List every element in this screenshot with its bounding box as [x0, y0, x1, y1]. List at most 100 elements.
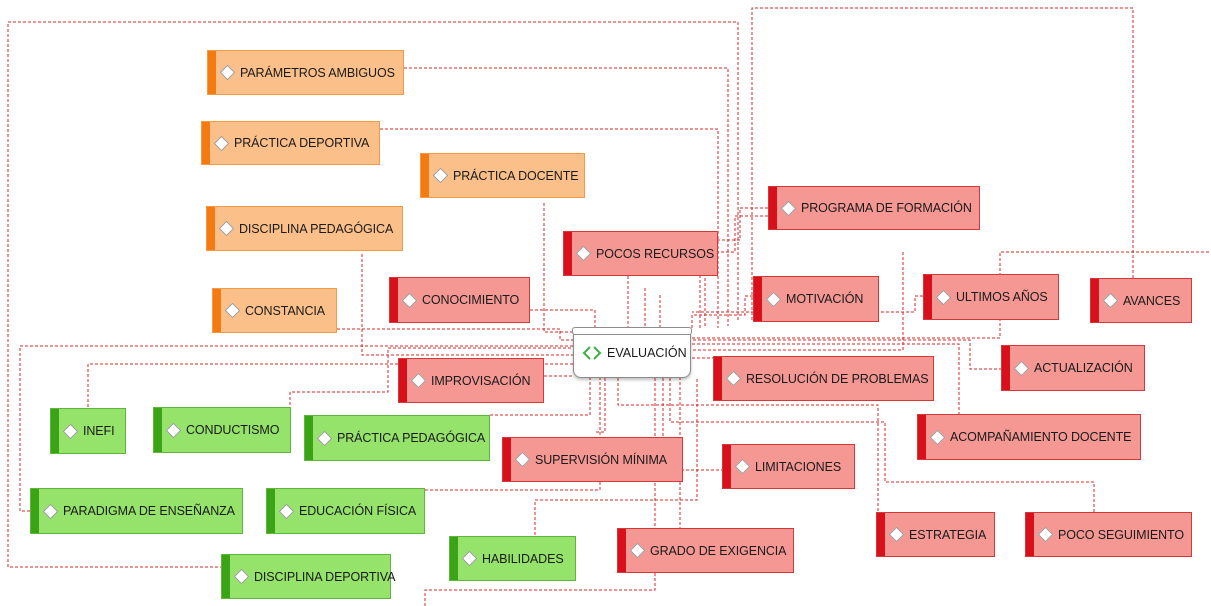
- node-label: SUPERVISIÓN MÍNIMA: [535, 452, 668, 467]
- node-improvisacion[interactable]: IMPROVISACIÓN: [398, 358, 544, 403]
- diamond-icon: [316, 430, 333, 446]
- connector-line: [380, 128, 719, 328]
- node-motivacion[interactable]: MOTIVACIÓN: [753, 276, 879, 322]
- diamond-icon: [1037, 526, 1054, 543]
- node-label: PARADIGMA DE ENSEÑANZA: [63, 504, 235, 518]
- diamond-icon: [629, 542, 646, 559]
- connector-line: [692, 343, 960, 415]
- diamond-icon: [734, 458, 751, 475]
- node-label: PRÁCTICA PEDAGÓGICA: [337, 431, 486, 445]
- node-label: ACOMPAÑAMIENTO DOCENTE: [950, 430, 1132, 444]
- connector-line: [19, 345, 575, 512]
- diamond-icon: [224, 302, 241, 319]
- diamond-icon: [213, 135, 230, 151]
- diamond-icon: [575, 245, 592, 262]
- node-label: POCOS RECURSOS: [596, 246, 715, 261]
- node-grado-de-exigencia[interactable]: GRADO DE EXIGENCIA: [617, 528, 794, 573]
- diamond-icon: [725, 370, 742, 387]
- node-supervision-minima[interactable]: SUPERVISIÓN MÍNIMA: [502, 437, 683, 482]
- node-estrategia[interactable]: ESTRATEGIA: [876, 512, 995, 557]
- node-constancia[interactable]: CONSTANCIA: [212, 288, 337, 333]
- diamond-icon: [278, 503, 295, 519]
- connector-line: [7, 21, 739, 568]
- node-label: RESOLUCIÓN DE PROBLEMAS: [746, 371, 929, 386]
- node-parametros-ambiguos[interactable]: PARÁMETROS AMBIGUOS: [207, 50, 404, 95]
- node-pocos-recursos[interactable]: POCOS RECURSOS: [563, 231, 718, 276]
- central-topic-label: EVALUACIÓN: [607, 346, 687, 360]
- node-label: ACTUALIZACIÓN: [1034, 361, 1133, 375]
- node-label: IMPROVISACIÓN: [431, 373, 531, 388]
- node-avances[interactable]: AVANCES: [1090, 278, 1192, 323]
- node-conductismo[interactable]: CONDUCTISMO: [153, 407, 291, 453]
- connector-line: [692, 339, 1002, 370]
- node-label: EDUCACIÓN FÍSICA: [299, 504, 417, 518]
- node-practica-pedagogica[interactable]: PRÁCTICA PEDAGÓGICA: [304, 415, 490, 461]
- diamond-icon: [410, 372, 427, 389]
- diamond-icon: [929, 429, 946, 445]
- double-chevron-icon: [582, 346, 602, 360]
- node-practica-deportiva[interactable]: PRÁCTICA DEPORTIVA: [201, 121, 380, 165]
- connector-line: [617, 378, 879, 514]
- node-label: CONSTANCIA: [245, 303, 326, 318]
- node-label: AVANCES: [1123, 293, 1181, 308]
- node-label: HABILIDADES: [482, 551, 564, 566]
- diamond-icon: [1102, 292, 1119, 309]
- node-label: DISCIPLINA DEPORTIVA: [254, 569, 396, 584]
- diamond-icon: [780, 200, 797, 216]
- connector-line: [337, 328, 575, 341]
- node-resolucion-de-problemas[interactable]: RESOLUCIÓN DE PROBLEMAS: [713, 356, 934, 401]
- node-inefi[interactable]: INEFI: [50, 408, 126, 454]
- connector-line: [289, 347, 575, 420]
- diamond-icon: [42, 503, 59, 519]
- diamond-icon: [888, 526, 905, 543]
- node-label: POCO SEGUIMIENTO: [1058, 527, 1184, 542]
- connector-line: [490, 378, 591, 416]
- node-label: GRADO DE EXIGENCIA: [650, 543, 787, 558]
- connector-line: [530, 309, 596, 328]
- node-label: PROGRAMA DE FORMACIÓN: [801, 201, 972, 215]
- connector-line: [692, 252, 904, 351]
- topic-header-bar: [572, 327, 692, 335]
- node-limitaciones[interactable]: LIMITACIONES: [722, 444, 855, 489]
- diamond-icon: [765, 291, 782, 307]
- diamond-icon: [219, 64, 236, 81]
- node-poco-seguimiento[interactable]: POCO SEGUIMIENTO: [1025, 512, 1192, 557]
- node-label: ESTRATEGIA: [909, 527, 987, 542]
- node-paradigma-de-ensenanza[interactable]: PARADIGMA DE ENSEÑANZA: [30, 488, 243, 534]
- diamond-icon: [165, 422, 182, 438]
- connector-line: [669, 378, 1095, 514]
- node-habilidades[interactable]: HABILIDADES: [449, 536, 576, 581]
- diamond-icon: [401, 292, 418, 308]
- connector-line: [361, 254, 575, 356]
- node-label: PRÁCTICA DOCENTE: [453, 168, 579, 183]
- node-label: MOTIVACIÓN: [786, 292, 864, 306]
- diamond-icon: [218, 220, 235, 237]
- node-educacion-fisica[interactable]: EDUCACIÓN FÍSICA: [266, 488, 425, 534]
- node-label: CONDUCTISMO: [186, 423, 280, 437]
- node-label: INEFI: [83, 424, 115, 438]
- diamond-icon: [1013, 360, 1030, 376]
- connector-line: [751, 7, 1134, 320]
- node-disciplina-deportiva[interactable]: DISCIPLINA DEPORTIVA: [221, 554, 395, 599]
- node-ultimos-anos[interactable]: ULTIMOS AÑOS: [923, 274, 1059, 320]
- diamond-icon: [461, 550, 478, 567]
- diamond-icon: [432, 167, 449, 184]
- node-disciplina-pedagogica[interactable]: DISCIPLINA PEDAGÓGICA: [206, 206, 403, 251]
- node-practica-docente[interactable]: PRÁCTICA DOCENTE: [420, 153, 585, 198]
- connector-line: [699, 207, 768, 328]
- diamond-icon: [935, 289, 952, 305]
- connector-line: [704, 215, 768, 328]
- central-topic-evaluacion[interactable]: EVALUACIÓN: [572, 327, 692, 378]
- node-label: ULTIMOS AÑOS: [956, 290, 1048, 304]
- node-acompanamiento-docente[interactable]: ACOMPAÑAMIENTO DOCENTE: [917, 414, 1141, 460]
- diamond-icon: [62, 423, 79, 439]
- node-programa-de-formacion[interactable]: PROGRAMA DE FORMACIÓN: [768, 186, 980, 230]
- node-label: DISCIPLINA PEDAGÓGICA: [239, 221, 394, 236]
- connector-line: [595, 378, 606, 433]
- node-label: CONOCIMIENTO: [422, 293, 520, 307]
- connector-line: [424, 378, 656, 606]
- connector-line: [425, 378, 601, 491]
- node-conocimiento[interactable]: CONOCIMIENTO: [389, 277, 530, 323]
- connector-line: [543, 203, 575, 333]
- node-actualizacion[interactable]: ACTUALIZACIÓN: [1001, 345, 1145, 391]
